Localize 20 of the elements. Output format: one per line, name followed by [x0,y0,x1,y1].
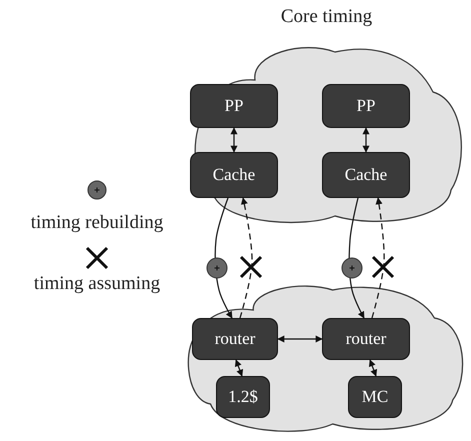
legend-text: timing assuming [32,273,162,295]
process-box: MC [348,376,402,418]
process-box: router [322,318,410,360]
arrow [239,197,253,318]
process-box: Cache [190,152,278,198]
process-box: router [192,318,278,360]
arrow [277,336,323,342]
arrow [230,127,238,153]
process-box: Cache [322,152,410,198]
arrow [368,359,378,377]
arrow [362,127,370,153]
arrow [348,198,365,319]
arrow [234,359,244,377]
cloud-title: Core timing [280,6,374,28]
arrow [214,198,233,319]
process-box: PP [190,84,278,128]
arrow [371,197,385,318]
legend-text: timing rebuilding [30,212,164,234]
process-box: PP [322,84,410,128]
process-box: 1.2$ [216,376,270,418]
